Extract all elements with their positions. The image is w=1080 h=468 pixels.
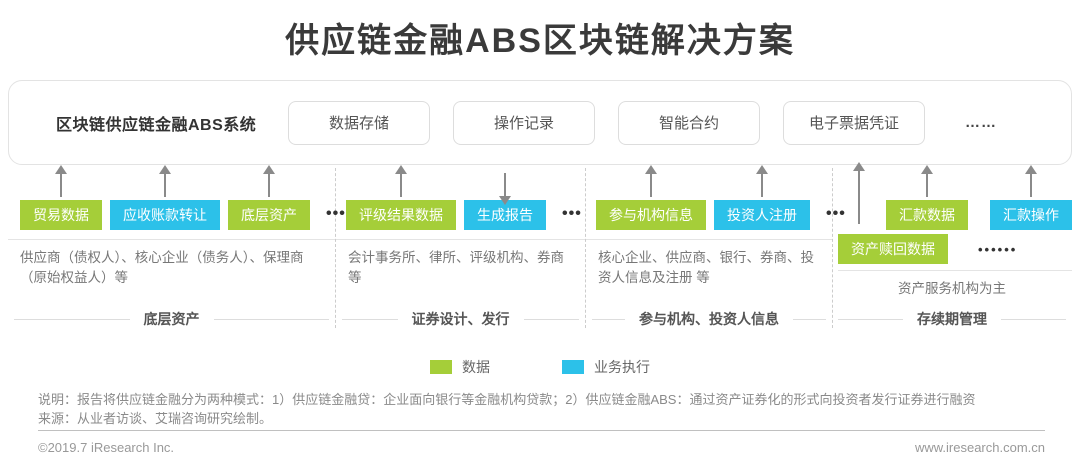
more-dots: •••	[826, 205, 846, 222]
section-label-text: 参与机构、投资人信息	[639, 311, 779, 327]
column-description: 会计事务所、律所、评级机构、券商等	[348, 250, 564, 285]
arrow-up-icon	[55, 165, 67, 197]
tag-data: 汇款数据	[886, 200, 968, 230]
tag-with-arrow: 投资人注册	[714, 165, 810, 230]
tag-data: 底层资产	[228, 200, 310, 230]
column-separator	[838, 270, 1072, 271]
system-module: 操作记录	[453, 100, 595, 145]
column-separator	[8, 239, 335, 240]
arrow-up-icon	[756, 165, 768, 197]
section-label: 存续期管理	[832, 309, 1072, 335]
execution-swatch	[562, 360, 584, 374]
legend-item-execution: 业务执行	[562, 357, 650, 377]
tag-with-arrow: 生成报告	[464, 165, 546, 230]
system-panel: 区块链供应链金融ABS系统 数据存储操作记录智能合约电子票据凭证 ……	[8, 80, 1072, 165]
section-label-text: 证券设计、发行	[411, 311, 510, 327]
legend-label: 数据	[462, 359, 490, 375]
system-more-dots: ……	[965, 114, 997, 131]
arrow-up-icon	[645, 165, 657, 197]
system-modules: 数据存储操作记录智能合约电子票据凭证 ……	[288, 81, 997, 164]
column-separator	[336, 239, 585, 240]
copyright-text: ©2019.7 iResearch Inc.	[38, 440, 175, 455]
tag-row: 贸易数据应收账款转让底层资产 •••	[8, 165, 345, 230]
arrow-down-icon	[499, 173, 511, 205]
column-description: 资产服务机构为主	[898, 281, 1006, 296]
tag-row: 参与机构信息投资人注册 •••	[586, 165, 845, 230]
website-url: www.iresearch.com.cn	[914, 440, 1045, 455]
section-label: 证券设计、发行	[336, 309, 585, 335]
arrow-up-icon	[921, 165, 933, 197]
section-label-text: 底层资产	[143, 311, 200, 327]
tag-execution: 生成报告	[464, 200, 546, 230]
tag-execution: 汇款操作	[990, 200, 1072, 230]
columns-area: 贸易数据应收账款转让底层资产•••供应商（债权人）、核心企业（债务人）、保理商（…	[0, 162, 1080, 335]
footer: ©2019.7 iResearch Inc. www.iresearch.com…	[38, 430, 1045, 455]
tag-row: 评级结果数据生成报告 •••	[336, 165, 585, 230]
data-swatch	[430, 360, 452, 374]
column-1: 贸易数据应收账款转让底层资产•••供应商（债权人）、核心企业（债务人）、保理商（…	[8, 165, 345, 335]
system-module: 智能合约	[618, 100, 760, 145]
arrow-up-icon	[159, 165, 171, 197]
column-description: 供应商（债权人）、核心企业（债务人）、保理商（原始权益人）等	[20, 250, 304, 285]
column-divider	[832, 168, 833, 328]
more-dots: •••	[562, 205, 582, 222]
tag-row: 汇款数据汇款操作	[886, 165, 1072, 230]
tag-with-arrow: 汇款数据	[886, 165, 968, 230]
note-line: 来源：从业者访谈、艾瑞咨询研究绘制。	[38, 411, 273, 426]
column-divider	[585, 168, 586, 328]
tag-with-arrow: 贸易数据	[20, 165, 102, 230]
column-description: 核心企业、供应商、银行、券商、投资人信息及注册 等	[598, 250, 814, 285]
page-title: 供应链金融ABS区块链解决方案	[285, 22, 795, 60]
legend: 数据 业务执行	[0, 357, 1080, 377]
section-label-text: 存续期管理	[917, 311, 987, 327]
tag-with-arrow: 汇款操作	[990, 165, 1072, 230]
system-module: 电子票据凭证	[783, 100, 925, 145]
tag-with-arrow: 应收账款转让	[110, 165, 220, 230]
arrow-up-icon	[395, 165, 407, 197]
tag-data: 评级结果数据	[346, 200, 456, 230]
section-label: 参与机构、投资人信息	[586, 309, 832, 335]
legend-label: 业务执行	[594, 359, 650, 375]
tag-with-arrow: 参与机构信息	[596, 165, 706, 230]
legend-item-data: 数据	[430, 357, 490, 377]
tag-with-arrow: 评级结果数据	[346, 165, 456, 230]
column-divider	[335, 168, 336, 328]
notes: 说明：报告将供应链金融分为两种模式：1）供应链金融贷：企业面向银行等金融机构贷款…	[38, 390, 1043, 428]
tag-with-arrow: 底层资产	[228, 165, 310, 230]
tag-data: 贸易数据	[20, 200, 102, 230]
column-separator	[586, 239, 832, 240]
tag-row: 资产赎回数据 ••••••	[838, 234, 1072, 264]
column-3: 参与机构信息投资人注册•••核心企业、供应商、银行、券商、投资人信息及注册 等参…	[586, 165, 845, 335]
column-4: 汇款数据汇款操作资产赎回数据 •••••• 资产服务机构为主存续期管理	[832, 162, 1072, 335]
section-label: 底层资产	[8, 309, 335, 335]
more-dots: ••••••	[978, 241, 1018, 257]
more-dots: •••	[326, 205, 346, 222]
tag-execution: 投资人注册	[714, 200, 810, 230]
tag-data: 资产赎回数据	[838, 234, 948, 264]
tag-execution: 应收账款转让	[110, 200, 220, 230]
note-line: 说明：报告将供应链金融分为两种模式：1）供应链金融贷：企业面向银行等金融机构贷款…	[38, 392, 976, 407]
column-2: 评级结果数据生成报告 ••• 会计事务所、律所、评级机构、券商等证券设计、发行	[336, 165, 585, 335]
system-panel-title: 区块链供应链金融ABS系统	[56, 116, 257, 134]
arrow-up-icon	[263, 165, 275, 197]
arrow-up-icon	[1025, 165, 1037, 197]
system-module: 数据存储	[288, 100, 430, 145]
arrow-up-icon	[853, 162, 865, 224]
tag-data: 参与机构信息	[596, 200, 706, 230]
